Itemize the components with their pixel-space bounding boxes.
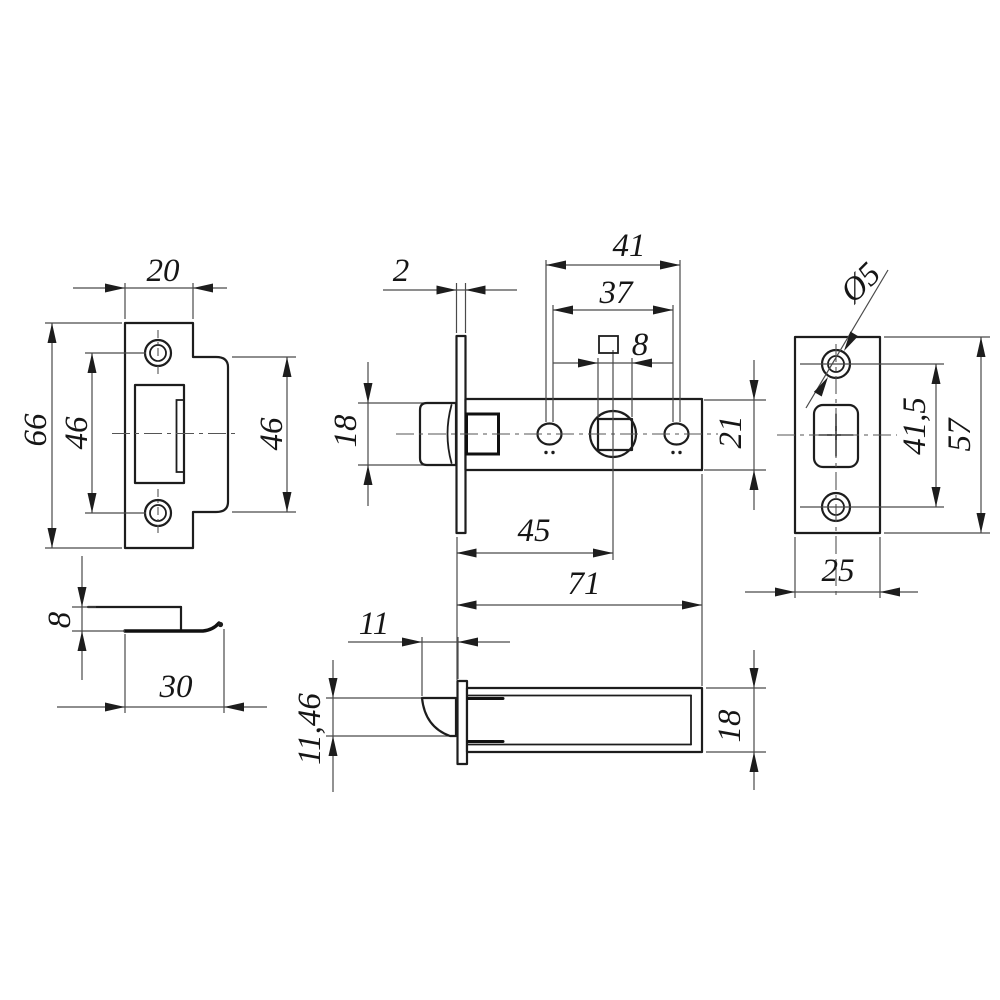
dim-spindle-square: 8 <box>553 327 673 417</box>
dim-strike-tongue-height: 46 <box>232 356 296 513</box>
dim-bolt-width: 11,46 <box>292 660 338 792</box>
faceplate-top-edge <box>456 679 469 766</box>
dim-label: 46 <box>254 417 290 451</box>
dim-label: 57 <box>942 417 978 452</box>
dim-backset: 45 <box>456 513 613 558</box>
square-symbol-icon <box>598 335 619 354</box>
strike-plate-front-view <box>112 321 238 550</box>
dim-label: 25 <box>822 553 855 589</box>
dim-label: Ø5 <box>833 256 888 311</box>
dim-label: 66 <box>18 413 54 447</box>
dim-bolt-protrusion: 11 <box>348 606 510 696</box>
dim-strike-lip-width: 30 <box>57 629 267 713</box>
dim-strike-plate-width: 20 <box>73 253 227 319</box>
dim-holes-spacing: 37 <box>552 275 674 422</box>
dim-label: 37 <box>599 275 635 311</box>
latch-side-view <box>358 334 718 686</box>
dim-case-length: 71 <box>456 566 702 610</box>
dim-strike-plate-height: 66 <box>18 322 122 549</box>
dim-faceplate-screw-spacing: 41,5 <box>800 363 944 508</box>
dim-label: 46 <box>59 416 95 450</box>
strike-plate-side-view <box>86 605 224 633</box>
tube-outline <box>465 686 704 754</box>
latch-bolt-bevel-edge <box>446 404 453 464</box>
dim-tube-width: 18 <box>706 650 766 790</box>
dim-label: 41 <box>613 228 646 264</box>
dim-strike-screw-spacing: 46 <box>59 352 146 514</box>
dim-label: 18 <box>712 709 748 743</box>
dim-label: 18 <box>328 414 364 448</box>
dim-label: 30 <box>159 669 194 705</box>
dim-strike-bend-offset: 8 <box>42 556 125 680</box>
dim-label: 21 <box>713 416 749 449</box>
dim-faceplate-height: 57 <box>884 336 990 534</box>
dim-label: 11,46 <box>292 693 328 765</box>
dim-label: 8 <box>632 327 649 363</box>
strike-side-lip-tip <box>217 621 224 628</box>
dim-label: 8 <box>42 611 78 628</box>
dim-holes-outer-span: 41 <box>545 228 681 422</box>
bolt-top-outline <box>420 696 458 738</box>
faceplate-front-view <box>777 335 897 600</box>
dim-bolt-height: 18 <box>328 362 373 506</box>
dim-label: 45 <box>518 513 551 549</box>
strike-opening-lip <box>175 399 185 473</box>
dim-label: 41,5 <box>897 397 933 455</box>
dim-case-height: 21 <box>704 360 766 510</box>
dim-faceplate-thickness: 2 <box>383 253 517 333</box>
dim-label: 11 <box>359 606 390 642</box>
dim-faceplate-width: 25 <box>745 537 918 598</box>
latch-top-view <box>326 679 704 766</box>
dim-label: 2 <box>393 253 410 289</box>
strike-side-lip <box>123 621 221 633</box>
dim-label: 20 <box>147 253 181 289</box>
dim-label: 71 <box>568 566 601 602</box>
